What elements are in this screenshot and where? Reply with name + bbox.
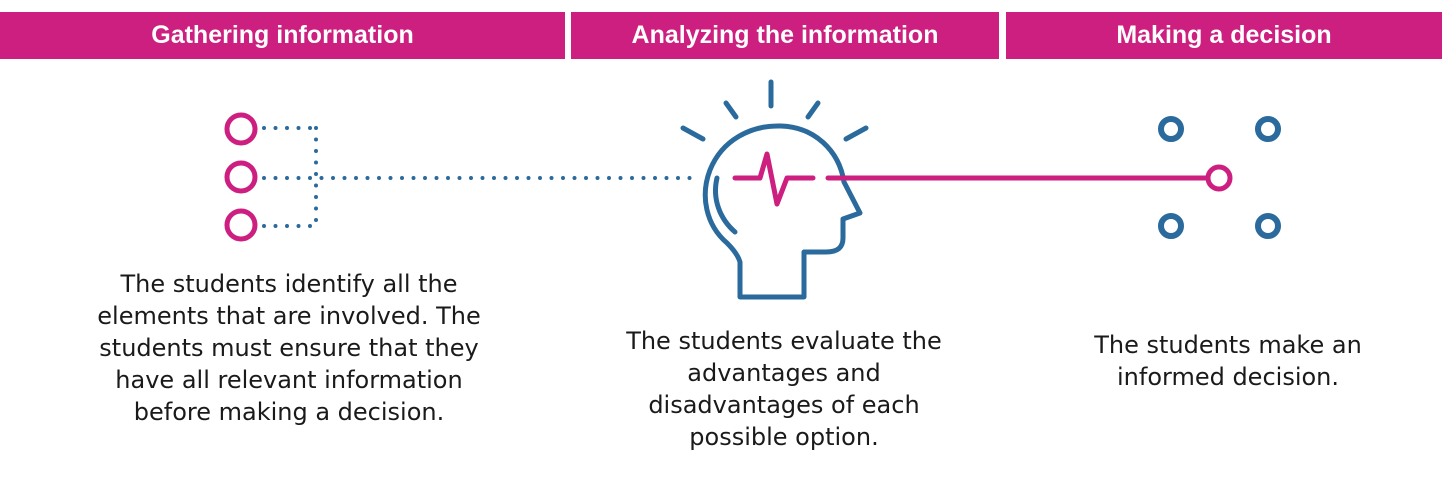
circle-icon [224, 160, 258, 194]
circle-icon [224, 112, 258, 146]
head-icon [702, 123, 863, 300]
circle-icon [1158, 213, 1184, 239]
dotted-connector [262, 126, 702, 228]
circle-icon [1255, 213, 1281, 239]
header-decision-label: Making a decision [1116, 21, 1332, 49]
description-gathering: The students identify all the elements t… [97, 270, 481, 426]
description-analyzing: The students evaluate the advantages and… [626, 327, 942, 451]
ray-icon [680, 125, 706, 142]
heartbeat-icon [732, 151, 1211, 207]
description-decision: The students make an informed decision. [1094, 331, 1362, 391]
circle-icon [224, 208, 258, 242]
ray-icon [805, 100, 821, 120]
input-circles [224, 112, 258, 242]
option-circles [1158, 116, 1281, 239]
header-making-decision: Making a decision [1006, 12, 1442, 59]
header-gathering-information: Gathering information [0, 12, 565, 59]
idea-rays [680, 79, 869, 142]
header-analyzing-label: Analyzing the information [631, 21, 939, 49]
decision-node-icon [1205, 164, 1233, 192]
circle-icon [1255, 116, 1281, 142]
ray-icon [843, 125, 869, 142]
ray-icon [723, 100, 739, 120]
header-gathering-label: Gathering information [151, 21, 414, 49]
header-analyzing-information: Analyzing the information [571, 12, 999, 59]
circle-icon [1158, 116, 1184, 142]
